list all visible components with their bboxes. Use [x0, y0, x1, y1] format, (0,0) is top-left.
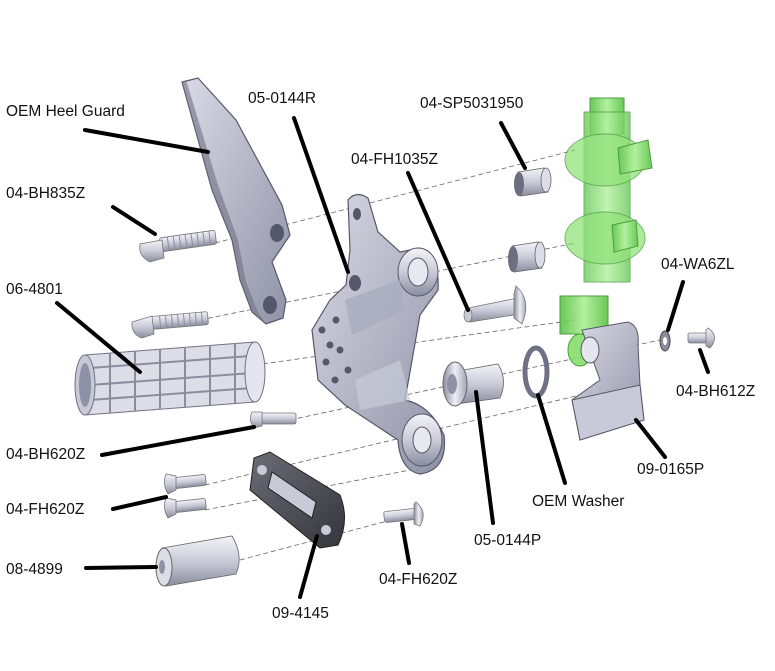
bolt-bh835z-part: [139, 230, 217, 263]
bolts-fh620z-pair-part: [164, 473, 207, 519]
label-04-fh620z-left: 04-FH620Z: [6, 501, 84, 518]
oem-heel-guard-part: [181, 77, 291, 325]
dark-plate-09-4145-part: [249, 451, 345, 549]
label-04-wa6zl: 04-WA6ZL: [661, 256, 735, 273]
label-04-bh612z: 04-BH612Z: [676, 383, 755, 400]
label-04-sp5031950: 04-SP5031950: [420, 95, 524, 112]
label-06-4801: 06-4801: [6, 281, 63, 298]
label-05-0144p: 05-0144P: [474, 532, 541, 549]
tube-08-4899-part: [155, 535, 240, 587]
label-09-0165p: 09-0165P: [637, 461, 704, 478]
linkage-block-09-0165p-part: [571, 321, 645, 441]
part-labels: OEM Heel Guard 04-BH835Z 05-0144R 04-SP5…: [6, 90, 755, 622]
label-09-4145: 09-4145: [272, 605, 329, 622]
bolt-long-part: [131, 311, 209, 339]
bolt-fh620z-right-part: [383, 501, 424, 527]
label-oem-washer: OEM Washer: [532, 493, 624, 510]
label-04-bh835z: 04-BH835Z: [6, 185, 85, 202]
label-08-4899: 08-4899: [6, 561, 63, 578]
label-04-fh1035z: 04-FH1035Z: [351, 151, 438, 168]
label-04-fh620z-right: 04-FH620Z: [379, 571, 457, 588]
label-04-bh620z: 04-BH620Z: [6, 446, 85, 463]
footpeg-rubber-06-4801-part: [74, 341, 266, 416]
bolt-bh612z-part: [687, 327, 715, 349]
bolt-bh620z-part: [250, 411, 297, 429]
spacer-sp5031950-part: [514, 167, 552, 197]
bushing-05-0144p-part: [442, 361, 504, 407]
washer-wa6zl-part: [659, 330, 671, 352]
bolt-fh1035z-part: [463, 285, 527, 325]
label-oem-heel-guard: OEM Heel Guard: [6, 103, 125, 120]
label-05-0144r: 05-0144R: [248, 90, 316, 107]
spacer-second-part: [508, 241, 546, 273]
hanger-bracket-05-0144r-part: [311, 193, 446, 475]
oem-washer-part: [522, 345, 550, 399]
leader-lines: [55, 116, 710, 599]
